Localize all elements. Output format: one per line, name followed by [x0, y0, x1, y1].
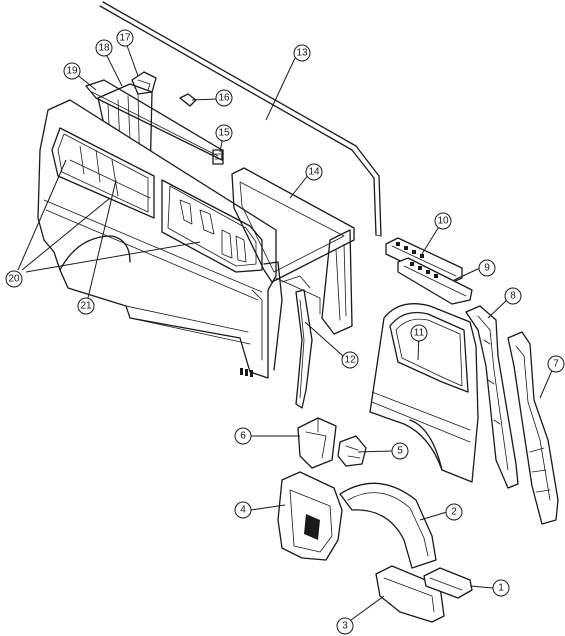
callout-12: 12 — [341, 351, 359, 369]
part-9-roof-rail-lower — [397, 257, 473, 305]
callout-2: 2 — [445, 503, 463, 521]
callout-17: 17 — [116, 29, 134, 47]
callout-8: 8 — [504, 287, 522, 305]
part-10-roof-rail-upper — [385, 237, 463, 285]
part-19-rear-upper-frame — [85, 79, 223, 161]
part-1-step-bracket — [423, 567, 473, 599]
callout-20: 20 — [5, 270, 23, 288]
svg-text:3: 3 — [342, 621, 348, 632]
svg-text:21: 21 — [80, 301, 92, 312]
callout-19: 19 — [63, 62, 81, 80]
part-2-wheel-arch — [339, 482, 437, 569]
svg-text:19: 19 — [66, 66, 78, 77]
svg-text:5: 5 — [397, 446, 403, 457]
callout-3: 3 — [336, 617, 354, 635]
svg-text:13: 13 — [296, 48, 308, 59]
callout-18: 18 — [95, 39, 113, 57]
svg-text:16: 16 — [218, 93, 230, 104]
part-6-box-bracket — [297, 417, 337, 469]
svg-text:4: 4 — [240, 505, 246, 516]
part-5-small-bracket — [337, 435, 367, 467]
part-7-a-pillar — [507, 331, 559, 525]
part-3-rocker-panel — [375, 565, 445, 623]
part-14-center-window-frame — [231, 167, 355, 335]
callout-21: 21 — [77, 297, 95, 315]
part-main-rear-side-panel — [37, 99, 283, 379]
callout-5: 5 — [391, 442, 409, 460]
part-17-bracket — [131, 71, 157, 95]
part-12-pillar-strip — [281, 275, 313, 409]
svg-text:12: 12 — [344, 355, 356, 366]
svg-text:14: 14 — [308, 167, 320, 178]
callout-4: 4 — [234, 501, 252, 519]
callout-10: 10 — [434, 212, 452, 230]
callout-14: 14 — [305, 163, 323, 181]
svg-text:7: 7 — [553, 359, 559, 370]
svg-text:10: 10 — [437, 216, 449, 227]
leader-lines — [17, 39, 554, 621]
callout-13: 13 — [293, 44, 311, 62]
svg-text:8: 8 — [510, 291, 516, 302]
part-11-front-door — [369, 303, 479, 483]
svg-text:17: 17 — [119, 33, 131, 44]
svg-text:6: 6 — [240, 431, 246, 442]
svg-text:11: 11 — [414, 328, 425, 339]
callout-6: 6 — [234, 427, 252, 445]
svg-text:1: 1 — [498, 583, 504, 594]
callout-9: 9 — [478, 259, 496, 277]
svg-text:18: 18 — [98, 43, 110, 54]
svg-text:20: 20 — [8, 274, 20, 285]
part-4-wheelhouse-inner — [277, 471, 343, 561]
part-13-drip-rail — [99, 1, 382, 237]
callout-1: 1 — [492, 579, 510, 597]
svg-text:15: 15 — [218, 128, 230, 139]
svg-text:2: 2 — [451, 507, 457, 518]
svg-text:9: 9 — [484, 263, 490, 274]
callout-15: 15 — [215, 124, 233, 142]
callout-11: 11 — [410, 324, 428, 342]
callout-7: 7 — [547, 355, 565, 373]
callout-16: 16 — [215, 89, 233, 107]
